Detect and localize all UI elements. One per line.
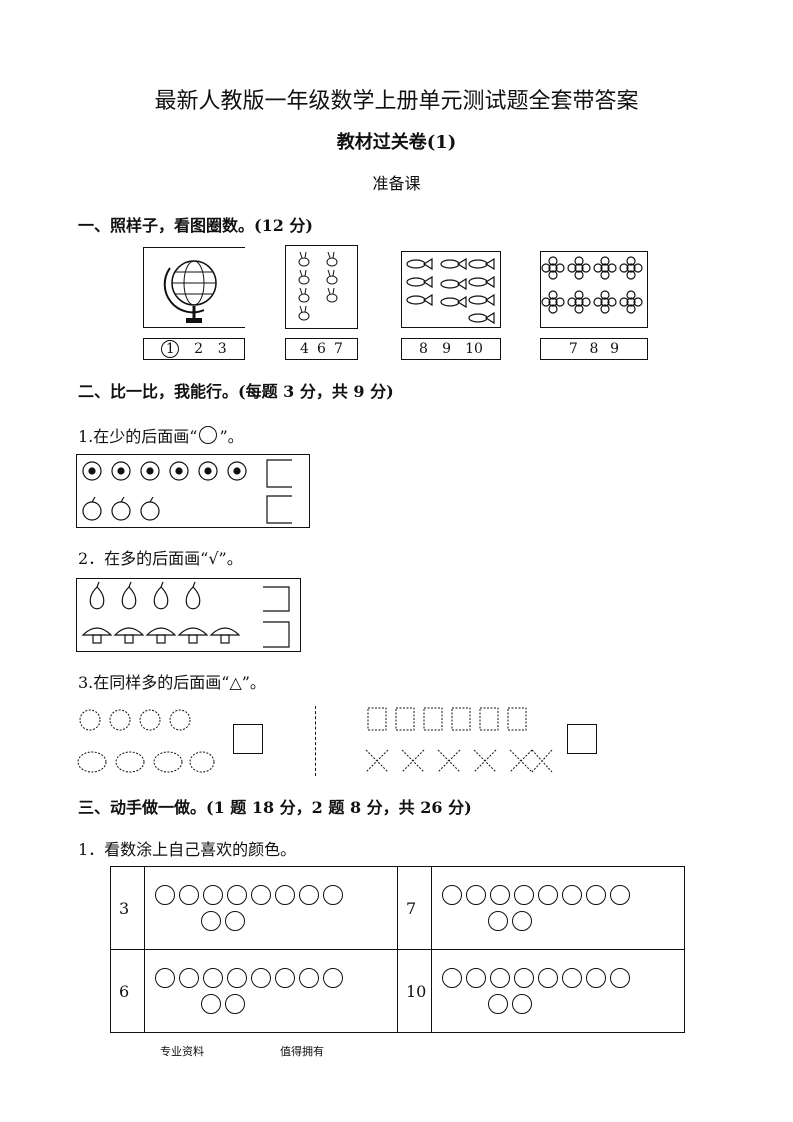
number-option: 8: [419, 341, 428, 357]
globe-picture-box: [143, 247, 245, 328]
number-option: 3: [217, 341, 227, 357]
mushroom-icon: [81, 627, 113, 644]
fish-picture-box: [401, 251, 501, 328]
rabbit-icon: [298, 251, 338, 321]
footer-right: 值得拥有: [280, 1045, 324, 1058]
q1-text-end: ”。: [219, 427, 244, 446]
q3-left-icons: [77, 709, 215, 773]
q1-text: 1.在少的后面画“: [78, 427, 198, 446]
page-title: 最新人教版一年级数学上册单元测试题全套带答案: [154, 89, 639, 114]
number-option: 4: [300, 341, 309, 357]
number-cell: 10: [397, 949, 432, 1033]
section1-heading: 一、照样子，看图圈数。(12 分): [78, 216, 313, 235]
divider-line: [315, 706, 316, 776]
q3-left-answer-box[interactable]: [233, 724, 263, 754]
number-option: 9: [610, 341, 620, 357]
pear-icon: [89, 581, 105, 610]
rabbit-picture-box: [285, 245, 358, 329]
q1-compare-box: [76, 454, 310, 528]
section3-q1: 1．看数涂上自己喜欢的颜色。: [78, 840, 297, 859]
section3-heading: 三、动手做一做。(1 题 18 分，2 题 8 分，共 26 分): [78, 798, 472, 817]
ball-apple-icons: [82, 459, 292, 524]
circle-cell[interactable]: [431, 949, 685, 1033]
number-cell: 3: [110, 866, 145, 950]
color-table: 3 7 6 10: [110, 866, 685, 1033]
circle-symbol-icon: [199, 426, 218, 444]
section2-q1: 1.在少的后面画“ ”。: [78, 423, 244, 447]
q2-compare-box: [76, 578, 301, 652]
flower-number-box: 7 8 9: [540, 338, 648, 360]
fish-icon: [406, 257, 495, 325]
rabbit-number-box: 4 6 7: [285, 338, 358, 360]
pear-mushroom-icons: [81, 581, 290, 648]
number-option: 10: [465, 341, 483, 357]
number-option: 2: [194, 341, 203, 357]
circle-cell[interactable]: [144, 949, 398, 1033]
number-option: 9: [442, 341, 451, 357]
flower-icon: [541, 256, 643, 314]
footer-left: 专业资料: [160, 1045, 204, 1058]
number-option: 6: [317, 341, 326, 357]
apple-icon: [82, 496, 102, 521]
section2-q2: 2．在多的后面画“√”。: [78, 549, 243, 568]
paper-subtitle: 教材过关卷(1): [336, 132, 457, 153]
circle-cell[interactable]: [144, 866, 398, 950]
section2-q3: 3.在同样多的后面画“△”。: [78, 673, 266, 692]
flower-picture-box: [540, 251, 648, 328]
section2-heading: 二、比一比，我能行。(每题 3 分，共 9 分): [78, 382, 394, 401]
number-cell: 7: [397, 866, 432, 950]
q3-right-icons: [365, 707, 553, 773]
number-cell: 6: [110, 949, 145, 1033]
table-row: 6 10: [110, 949, 685, 1033]
circle-cell[interactable]: [431, 866, 685, 950]
number-option: 7: [568, 341, 578, 357]
circled-number: 1: [161, 340, 180, 358]
q3-right-answer-box[interactable]: [567, 724, 597, 754]
ball-icon: [82, 461, 102, 481]
globe-icon: [163, 260, 217, 323]
fish-number-box: 8 9 10: [401, 338, 501, 360]
number-option: 7: [334, 341, 343, 357]
unit-label: 准备课: [372, 174, 421, 193]
globe-number-box: 1 2 3: [143, 338, 245, 360]
table-row: 3 7: [110, 866, 685, 950]
number-option: 8: [589, 341, 599, 357]
